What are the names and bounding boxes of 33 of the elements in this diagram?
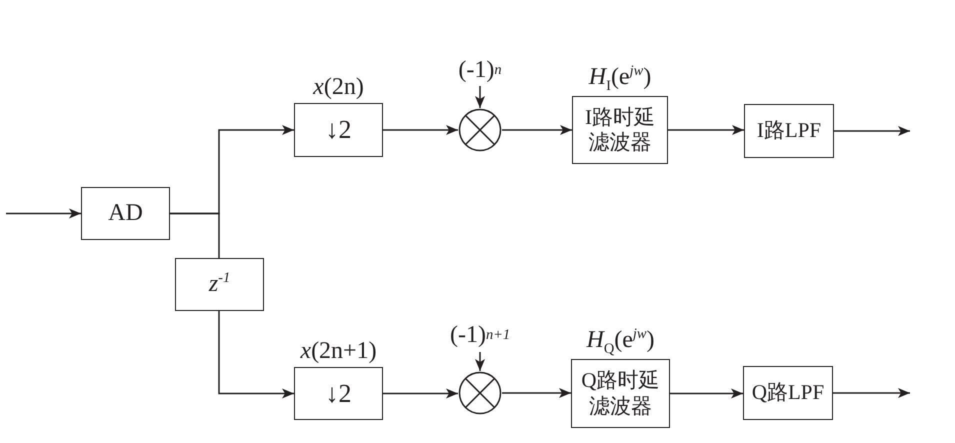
block-label: ↓2 [326,114,352,146]
arrow [383,388,458,398]
arrow [833,388,910,398]
signal-label: x(2n+1) [300,337,377,366]
signal-label: H$_{I}$(e$^{jw}$) [588,62,652,95]
delay-box [175,258,264,311]
signal-label: (-1)$^{n}$ [440,56,520,84]
arrow [834,126,910,136]
block-label: Q路LPF [752,380,824,406]
arrow [668,125,744,135]
arrow [6,208,81,218]
arrow [383,125,458,135]
multiplier-symbol [458,108,502,152]
block-label: ↓2 [326,378,352,410]
converter-box [81,187,170,240]
block-label: I路时延滤波器 [584,104,656,156]
block-label: z$^{-1}$ [208,270,230,299]
signal-label: (-1)$^{n+1}$ [430,320,530,350]
block-label: Q路时延滤波器 [580,368,661,419]
arrow [502,388,571,398]
block-label: I路LPF [756,118,822,144]
arrow [502,125,572,135]
lowpass-filter-box [743,366,833,420]
arrow [475,352,485,371]
arrow [218,311,294,398]
arrow [475,86,485,108]
connector-line [170,212,220,258]
block-label: AD [108,199,143,228]
lowpass-filter-box [744,104,834,158]
multiplier-symbol [458,371,502,415]
arrow [670,388,743,398]
signal-label: H$_{Q}$(e$^{jw}$) [586,326,654,358]
signal-label: x(2n) [313,73,364,102]
